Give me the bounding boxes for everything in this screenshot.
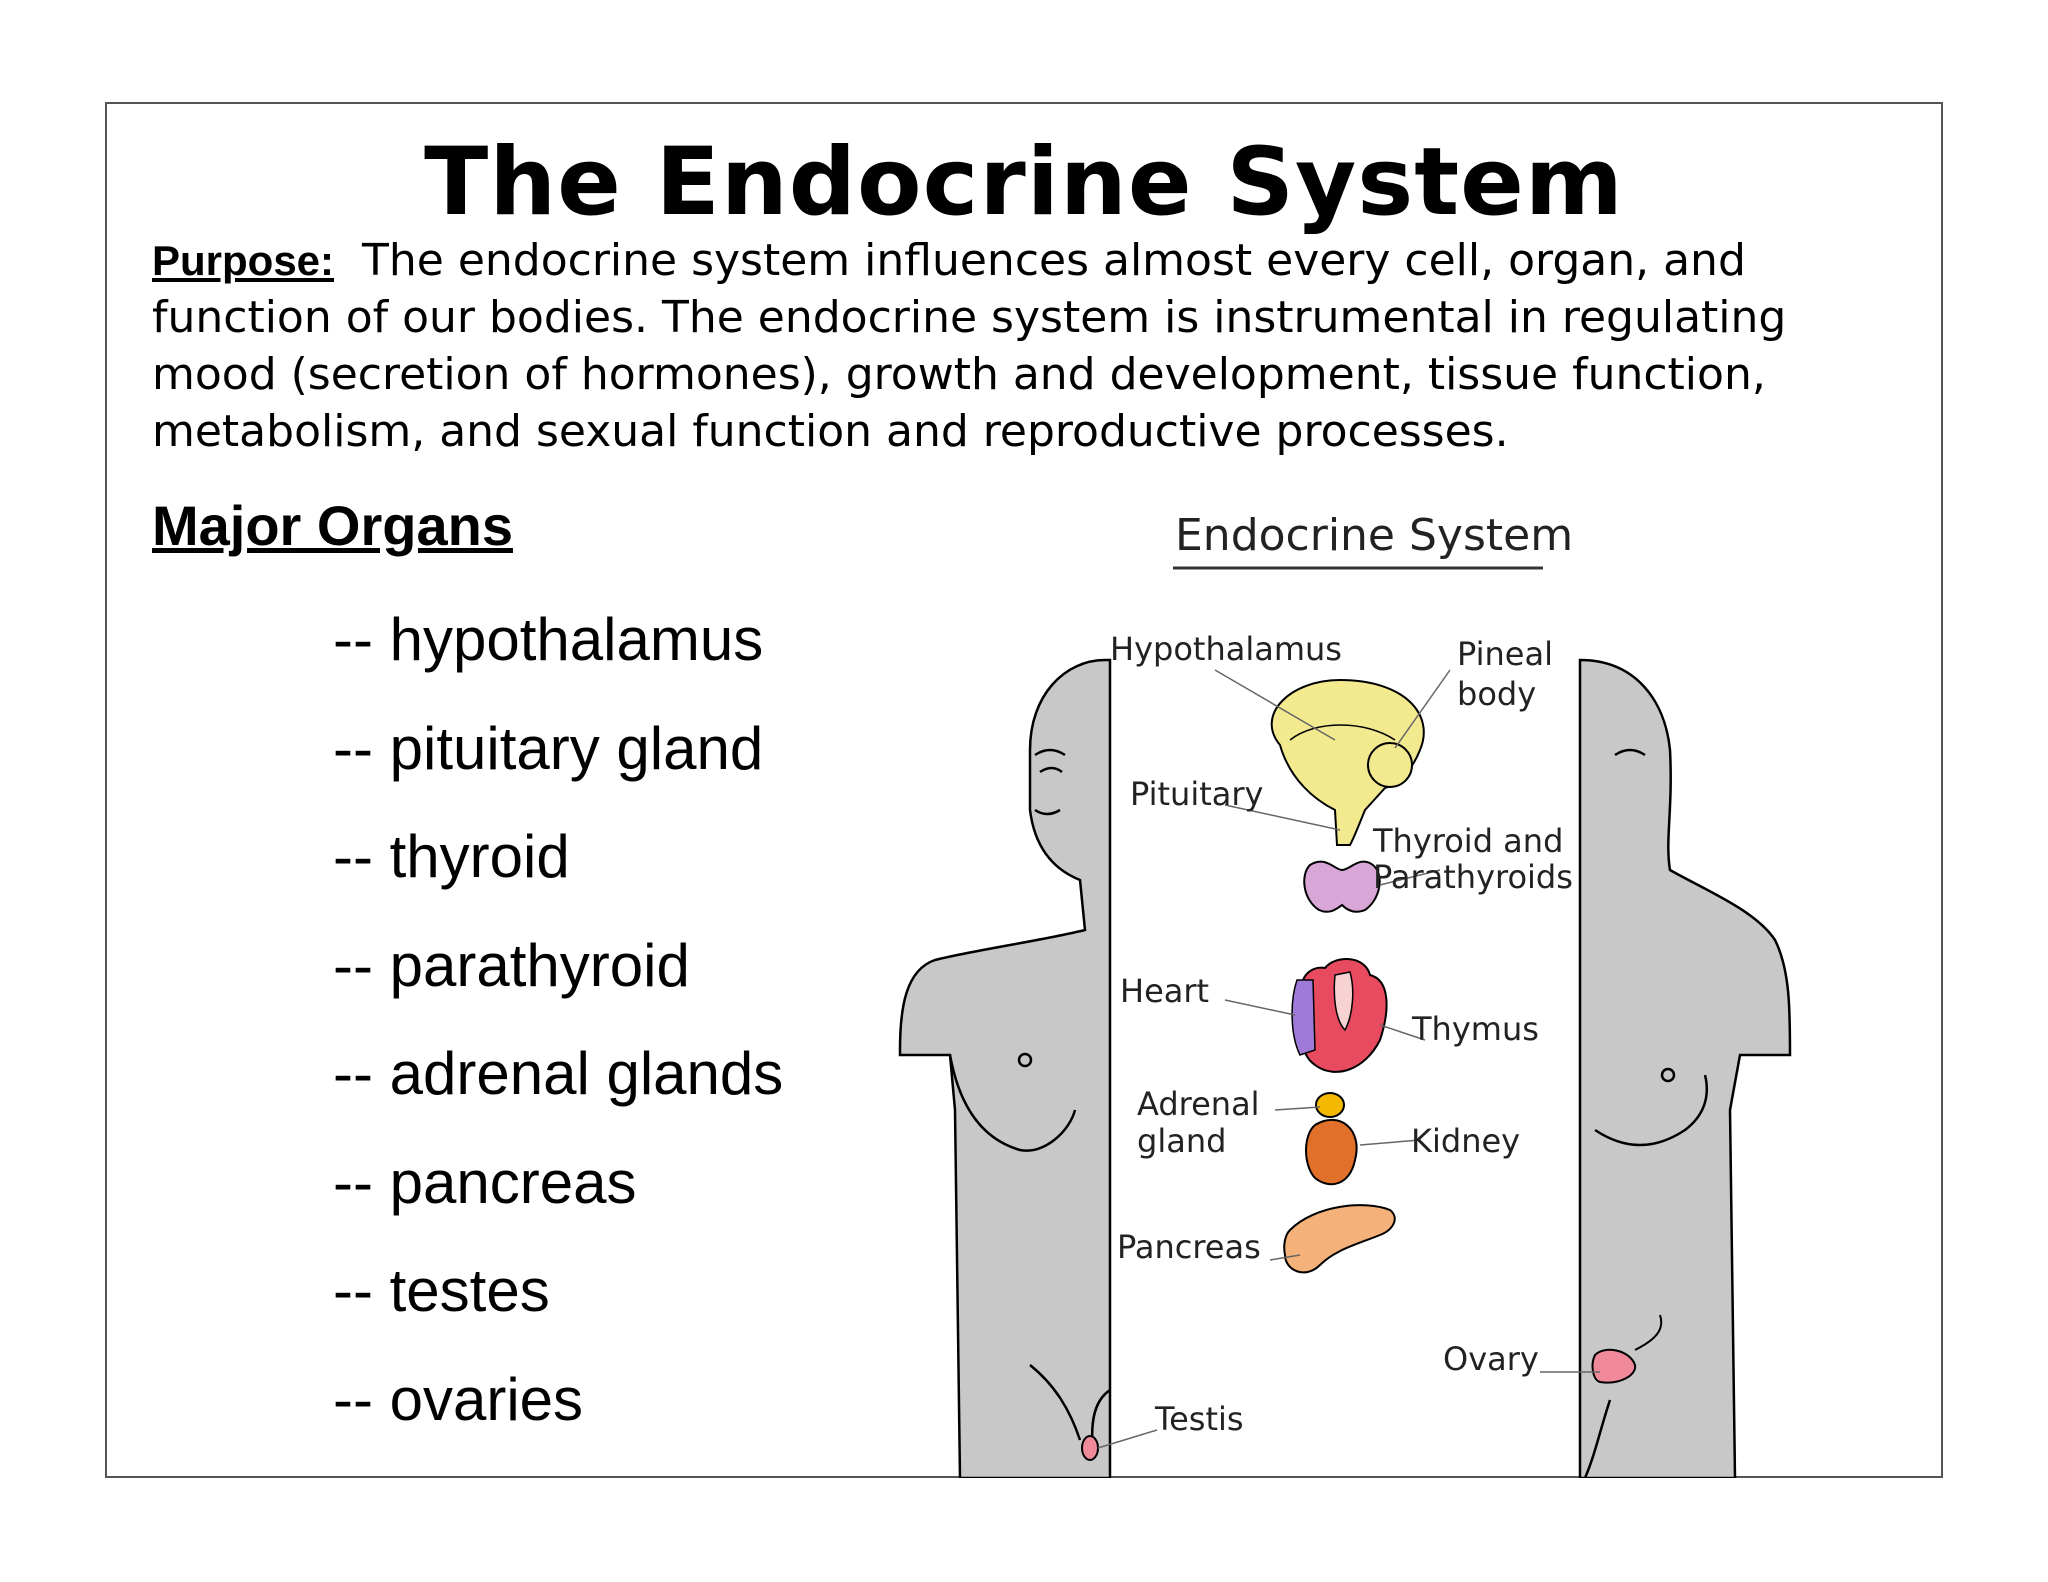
female-hip-line: [1583, 1399, 1612, 1478]
label-ovary: Ovary: [1443, 1340, 1539, 1378]
organ-list-item: -- testes: [333, 1257, 550, 1324]
organ-list-item: -- adrenal glands: [333, 1040, 784, 1107]
adrenal-icon: [1315, 1092, 1345, 1118]
label-adrenal-line1: Adrenal: [1137, 1085, 1260, 1123]
purpose-text: The endocrine system influences almost e…: [152, 235, 1787, 457]
label-pituitary: Pituitary: [1130, 775, 1263, 813]
label-thyroid-line1: Thyroid and: [1372, 822, 1563, 860]
diagram-title: Endocrine System: [1175, 510, 1573, 561]
organ-list-item: -- pituitary gland: [333, 714, 764, 782]
male-mouth: [1034, 808, 1061, 816]
label-hypothalamus: Hypothalamus: [1110, 630, 1342, 668]
cerebellum-icon: [1367, 742, 1413, 788]
endocrine-diagram: Endocrine System: [895, 510, 1795, 1478]
organ-list-item: -- pancreas: [333, 1148, 637, 1216]
organ-list: -- hypothalamus -- pituitary gland -- th…: [333, 600, 783, 1468]
female-chest-line: [1594, 1074, 1709, 1147]
testis-icon: [1081, 1435, 1099, 1461]
female-nipple: [1660, 1067, 1676, 1083]
thymus-icon: [1291, 979, 1316, 1056]
pancreas-icon: [1283, 1204, 1396, 1274]
thyroid-icon: [1303, 860, 1381, 913]
page-title: The Endocrine System: [424, 128, 1624, 237]
organ-list-item: -- parathyroid: [333, 931, 690, 999]
label-testis: Testis: [1154, 1400, 1244, 1438]
label-kidney: Kidney: [1411, 1122, 1520, 1160]
brain-fold: [1289, 724, 1396, 741]
female-eye: [1614, 748, 1646, 757]
organ-list-item: -- ovaries: [333, 1365, 584, 1433]
male-body: [898, 658, 1112, 1478]
label-heart: Heart: [1120, 972, 1209, 1010]
organs-heading: Major Organs: [152, 494, 513, 557]
label-pineal-line1: Pineal: [1457, 635, 1553, 673]
leader-lines: [1097, 669, 1600, 1449]
label-thyroid-line2: Parathyroids: [1373, 858, 1573, 896]
male-chest-line: [948, 1054, 1077, 1152]
kidney-icon: [1305, 1119, 1358, 1186]
purpose-label: Purpose:: [152, 237, 335, 284]
male-nipple: [1017, 1052, 1033, 1068]
male-eye: [1034, 748, 1066, 774]
label-adrenal-line2: gland: [1137, 1122, 1226, 1160]
endocrine-diagram-svg: Endocrine System: [898, 510, 1792, 1478]
organ-list-item: -- thyroid: [333, 823, 570, 890]
organ-list-item: -- hypothalamus: [333, 606, 764, 673]
label-pineal-line2: body: [1457, 675, 1536, 713]
purpose-paragraph: Purpose: The endocrine system influences…: [152, 232, 1912, 460]
aorta-icon: [1333, 971, 1354, 1032]
label-pancreas: Pancreas: [1117, 1228, 1261, 1266]
label-thymus: Thymus: [1411, 1010, 1539, 1048]
fallopian-tube: [1634, 1314, 1663, 1351]
female-body: [1578, 658, 1792, 1478]
